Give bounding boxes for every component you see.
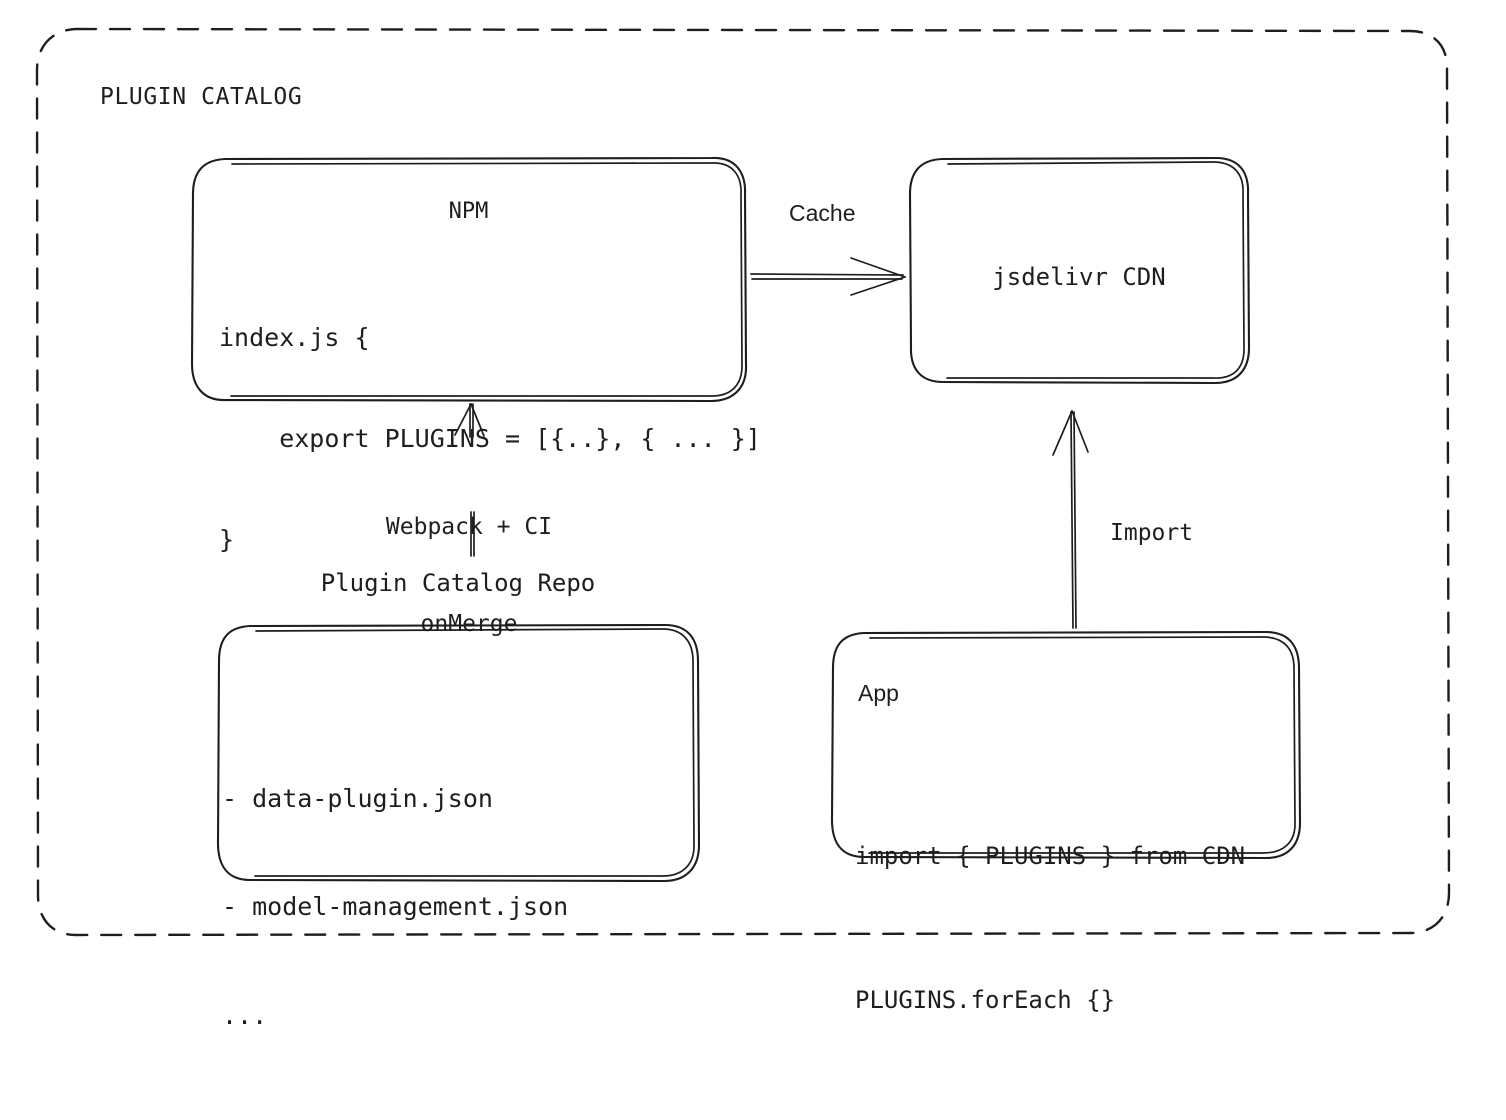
edge-label-cache: Cache [789,200,856,226]
edge-label-line: onMerge [420,610,518,637]
app-node-title: App [858,680,899,706]
app-code-line: PLUGINS.forEach {} [855,986,1116,1014]
app-code-line: import { PLUGINS } from CDN [855,842,1246,870]
npm-code-block: index.js { export PLUGINS = [{..}, { ...… [219,253,761,624]
edge-label-import: Import [1110,520,1194,546]
plugin-catalog-title: PLUGIN CATALOG [100,84,303,110]
repo-file-item: - model-management.json [222,892,569,922]
npm-code-line: index.js { [219,322,370,352]
edge-npm-to-cdn [750,257,906,296]
edge-label-line: Webpack + CI [385,514,553,541]
edge-label-webpack-ci: Webpack + CI onMerge [340,447,598,705]
repo-file-item: ... [222,1001,268,1030]
npm-code-line: } [219,525,235,554]
npm-node-title: NPM [448,199,489,224]
app-code-block: import { PLUGINS } from CDN PLUGINS.forE… [855,736,1245,1120]
repo-file-list: - data-plugin.json - model-management.js… [222,708,568,1107]
edge-app-to-cdn [1052,410,1089,629]
npm-code-line: export PLUGINS = [{..}, { ... }] [219,423,761,453]
repo-file-item: - data-plugin.json [222,783,493,813]
cdn-node-label: jsdelivr CDN [992,263,1166,291]
diagram-canvas: PLUGIN CATALOG NPM index.js { export PLU… [35,27,1451,1030]
repo-node-title: Plugin Catalog Repo [320,569,596,597]
